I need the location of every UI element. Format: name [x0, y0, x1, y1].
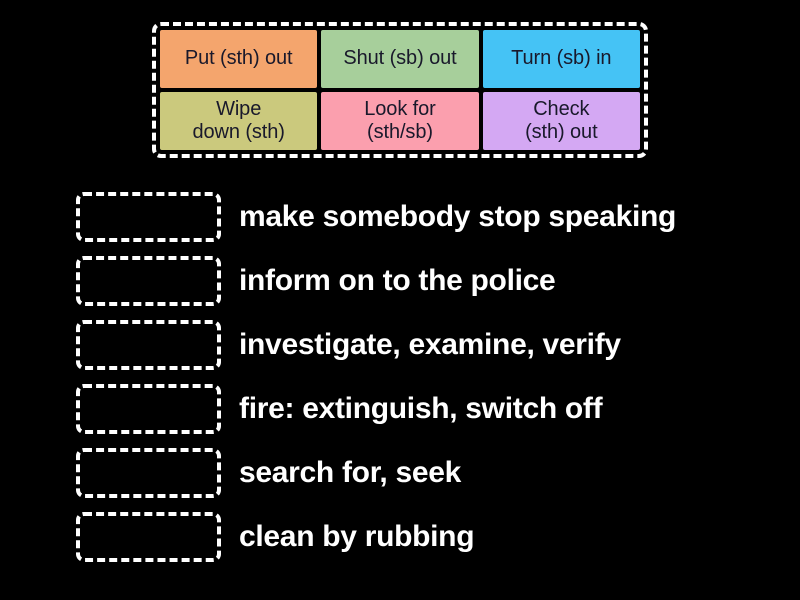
question-row: clean by rubbing [76, 512, 776, 562]
question-row: inform on to the police [76, 256, 776, 306]
question-definition-5: search for, seek [239, 456, 462, 489]
answer-tile-wipe-down-sth[interactable]: Wipe down (sth) [160, 92, 318, 150]
tile-row-1: Put (sth) out Shut (sb) out Turn (sb) in [160, 30, 640, 88]
answer-tile-look-for-sth-sb[interactable]: Look for (sth/sb) [321, 92, 479, 150]
question-definition-3: investigate, examine, verify [239, 328, 621, 361]
tile-row-2: Wipe down (sth) Look for (sth/sb) Check … [160, 92, 640, 150]
answer-tile-turn-sb-in[interactable]: Turn (sb) in [482, 30, 640, 88]
answer-drop-zone-3[interactable] [76, 320, 221, 370]
answer-drop-zone-5[interactable] [76, 448, 221, 498]
question-row: make somebody stop speaking [76, 192, 776, 242]
answer-drop-zone-4[interactable] [76, 384, 221, 434]
question-definition-1: make somebody stop speaking [239, 200, 677, 233]
question-row: fire: extinguish, switch off [76, 384, 776, 434]
question-definition-2: inform on to the police [239, 264, 556, 297]
question-row: search for, seek [76, 448, 776, 498]
question-definition-4: fire: extinguish, switch off [239, 392, 603, 425]
question-list: make somebody stop speaking inform on to… [76, 192, 776, 576]
answer-drop-zone-2[interactable] [76, 256, 221, 306]
question-row: investigate, examine, verify [76, 320, 776, 370]
answer-drop-zone-6[interactable] [76, 512, 221, 562]
answer-tile-put-sth-out[interactable]: Put (sth) out [160, 30, 318, 88]
question-definition-6: clean by rubbing [239, 520, 475, 553]
answer-tile-bank: Put (sth) out Shut (sb) out Turn (sb) in… [152, 22, 648, 158]
answer-drop-zone-1[interactable] [76, 192, 221, 242]
answer-tile-check-sth-out[interactable]: Check (sth) out [482, 92, 640, 150]
answer-tile-shut-sb-out[interactable]: Shut (sb) out [321, 30, 479, 88]
